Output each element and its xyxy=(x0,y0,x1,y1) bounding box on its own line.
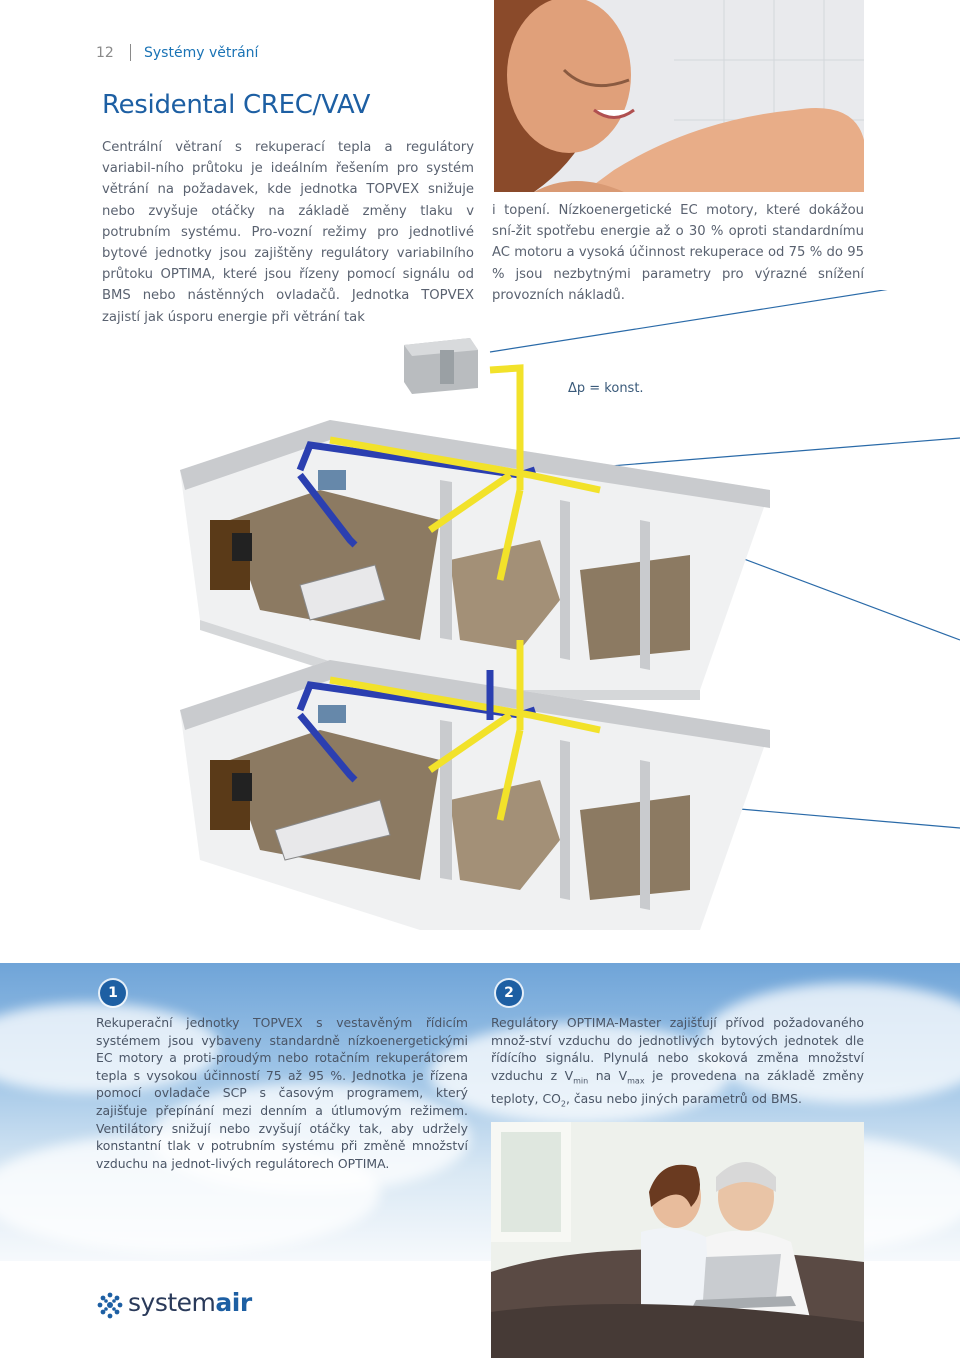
column-2-text: Regulátory OPTIMA-Master zajišťují přívo… xyxy=(491,1014,864,1113)
logo-part-air: air xyxy=(215,1288,252,1317)
relaxing-woman-photo xyxy=(494,0,864,192)
logo-part-system: system xyxy=(128,1288,216,1317)
step-badge-2: 2 xyxy=(496,980,522,1006)
section-title: Systémy větrání xyxy=(144,45,259,61)
column-2-text-a: Regulátory OPTIMA-Master zajišťují přívo… xyxy=(491,1015,864,1083)
systemair-logo-icon xyxy=(97,1292,123,1319)
header-divider xyxy=(130,44,131,61)
subscript-min: min xyxy=(573,1076,589,1086)
building-ventilation-diagram xyxy=(180,290,960,930)
upper-floor xyxy=(180,364,770,700)
subscript-max: max xyxy=(627,1076,645,1086)
step-badge-1: 1 xyxy=(100,980,126,1006)
column-2-text-d: , času nebo jiných parametrů od BMS. xyxy=(565,1090,802,1106)
column-2-text-c: je provedena na základě změny teploty, C… xyxy=(491,1067,864,1106)
page-number: 12 xyxy=(96,45,114,61)
sky-background xyxy=(0,963,960,1261)
subscript-2: 2 xyxy=(560,1099,566,1109)
systemair-logo-text: systemair xyxy=(128,1288,252,1317)
column-2-text-b: na V xyxy=(588,1067,628,1083)
couple-with-laptop-photo xyxy=(491,1122,864,1358)
column-1-text: Rekuperační jednotky TOPVEX s vestavěným… xyxy=(96,1015,468,1171)
topvex-unit xyxy=(404,338,478,394)
lower-floor xyxy=(180,660,770,930)
pressure-constant-label: Δp = konst. xyxy=(568,381,644,396)
intro-text-left: Centrální větraní s rekuperací tepla a r… xyxy=(102,140,474,325)
intro-text-right: i topení. Nízkoenergetické EC motory, kt… xyxy=(492,203,864,303)
page-title: Residental CREC/VAV xyxy=(102,90,371,120)
